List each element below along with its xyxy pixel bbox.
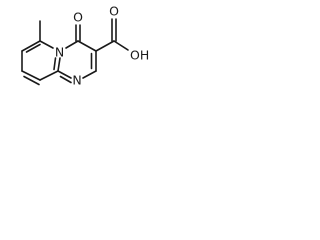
bond-c9a-c9 xyxy=(39,70,59,81)
atom-label-n1: N xyxy=(55,45,64,60)
chemical-structure-diagram: N N O O OH xyxy=(21,4,149,88)
atom-label-n2: N xyxy=(72,73,81,88)
bond-c6-n1 xyxy=(39,40,54,49)
bond-n2-c9a xyxy=(57,70,72,79)
bond-c-oh xyxy=(113,40,129,51)
left-ring xyxy=(21,40,61,86)
right-ring xyxy=(57,40,97,84)
bond-c9-c8-inner xyxy=(23,75,40,86)
bond-c7-c6 xyxy=(21,40,41,52)
bond-c3-cooh xyxy=(95,40,115,52)
structure-canvas: N N O O OH xyxy=(0,0,230,138)
bond-c9a-c9a-inner xyxy=(53,57,57,71)
bond-c7-c6-inner xyxy=(25,43,41,53)
bond-n1-c4 xyxy=(65,40,79,49)
bond-c9-c8 xyxy=(21,70,41,81)
bond-n1-c9a xyxy=(57,57,61,72)
bond-c4-c3 xyxy=(77,40,97,52)
atom-label-hydroxyl: OH xyxy=(130,48,149,63)
atom-label-carbonyl-oxygen: O xyxy=(109,4,119,19)
atom-label-ketone-oxygen: O xyxy=(73,10,83,25)
bond-n2-c9a-inner xyxy=(59,75,72,84)
bond-c2-n2 xyxy=(82,70,97,79)
